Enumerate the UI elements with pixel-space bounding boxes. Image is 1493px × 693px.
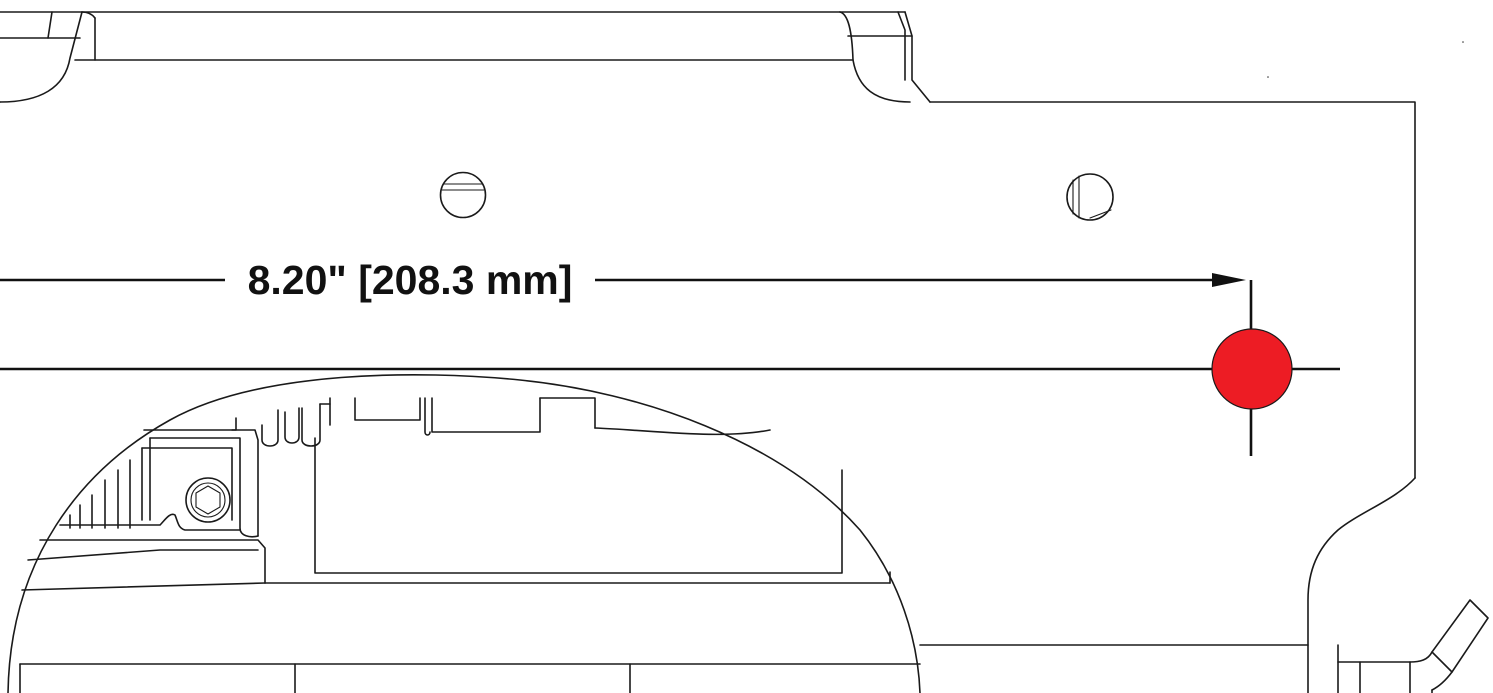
screw-head-icon bbox=[185, 477, 231, 523]
hole-right bbox=[1066, 173, 1114, 221]
cutaway-detail bbox=[7, 373, 921, 693]
arrowhead-icon bbox=[1212, 273, 1246, 287]
top-rail bbox=[74, 11, 854, 61]
main-outline bbox=[0, 101, 1416, 693]
angled-bracket bbox=[1409, 599, 1489, 693]
top-right-tab bbox=[839, 11, 931, 103]
top-left-tab bbox=[0, 11, 96, 103]
speck-dot bbox=[1462, 41, 1464, 43]
dimension-line bbox=[0, 273, 1246, 287]
hole-left bbox=[439, 171, 487, 219]
reference-point-marker bbox=[1211, 328, 1293, 410]
dimension-label: 8.20" [208.3 mm] bbox=[248, 257, 573, 303]
speck-dot bbox=[1267, 76, 1269, 78]
